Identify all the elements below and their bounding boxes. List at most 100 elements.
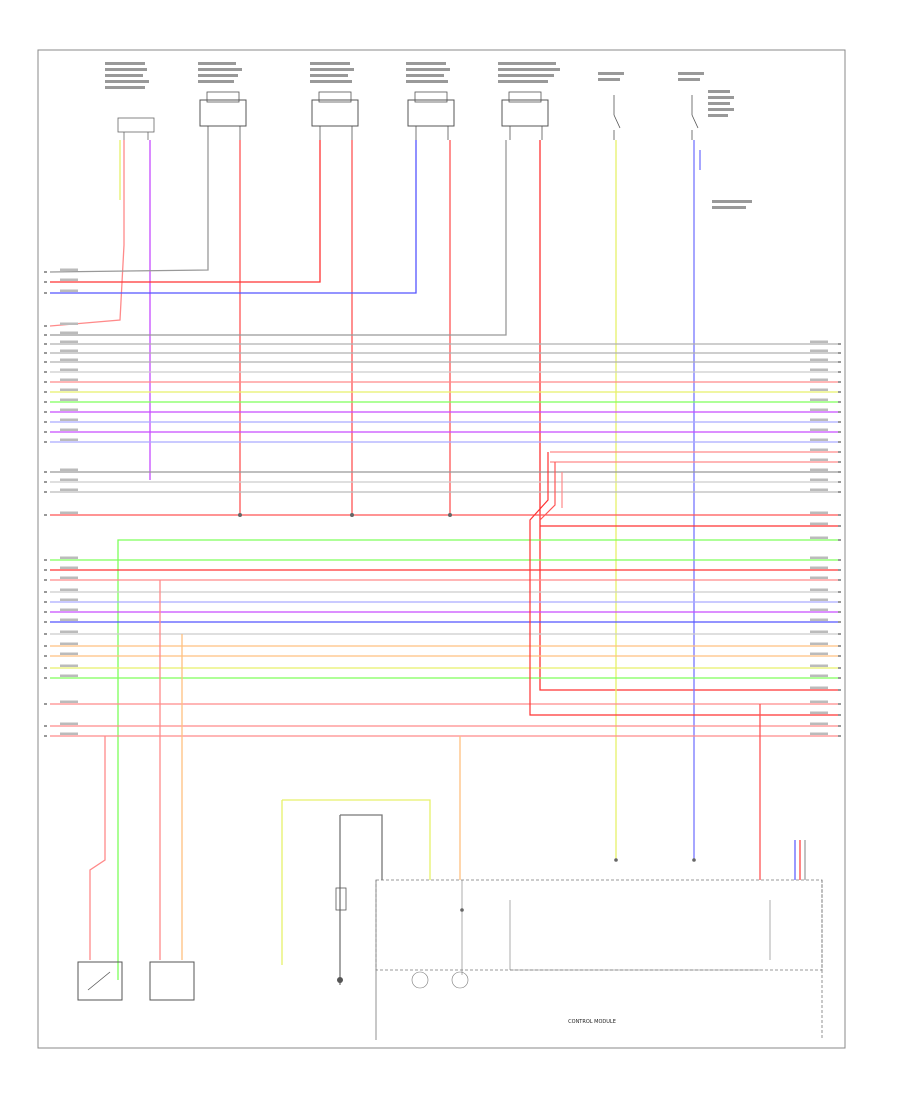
wire-color-code-right bbox=[810, 522, 828, 525]
wire-color-code-right bbox=[810, 722, 828, 725]
pin-tick-right bbox=[838, 514, 841, 516]
pin-numbers-left bbox=[44, 268, 78, 737]
pin-tick-left bbox=[44, 352, 47, 354]
component-5 bbox=[501, 91, 549, 140]
pin-tick-left bbox=[44, 271, 47, 273]
wire-color-code-right bbox=[810, 598, 828, 601]
pin-tick-right bbox=[838, 441, 841, 443]
pin-tick-left bbox=[44, 569, 47, 571]
wire-color-code-left bbox=[60, 268, 78, 271]
connector-stub-right bbox=[794, 840, 806, 880]
wire-color-code-left bbox=[60, 438, 78, 441]
wire-color-code-left bbox=[60, 331, 78, 334]
pin-tick-left bbox=[44, 591, 47, 593]
pin-tick-left bbox=[44, 431, 47, 433]
pin-tick-right bbox=[838, 569, 841, 571]
wire-color-code-left bbox=[60, 664, 78, 667]
pin-tick-left bbox=[44, 559, 47, 561]
pin-tick-left bbox=[44, 441, 47, 443]
wire-color-code-left bbox=[60, 322, 78, 325]
wire-color-code-right bbox=[810, 630, 828, 633]
control-module-box bbox=[375, 879, 823, 1040]
pin-tick-left bbox=[44, 371, 47, 373]
bottom-left-wires bbox=[89, 580, 761, 985]
wire-color-code-left bbox=[60, 289, 78, 292]
wire-color-code-left bbox=[60, 388, 78, 391]
junction-dots bbox=[238, 513, 696, 912]
wire-color-code-right bbox=[810, 448, 828, 451]
pin-tick-left bbox=[44, 621, 47, 623]
wire-color-code-left bbox=[60, 488, 78, 491]
fuse-2-icon bbox=[691, 95, 699, 140]
bottom-components bbox=[77, 840, 823, 1040]
pin-tick-right bbox=[838, 361, 841, 363]
wire-color-code-right bbox=[810, 556, 828, 559]
wire-color-code-left bbox=[60, 700, 78, 703]
wire-color-code-right bbox=[810, 686, 828, 689]
wire-color-code-right bbox=[810, 358, 828, 361]
pin-tick-left bbox=[44, 281, 47, 283]
pin-tick-left bbox=[44, 361, 47, 363]
horizontal-harness bbox=[50, 343, 840, 980]
wire-color-code-left bbox=[60, 418, 78, 421]
wire-color-code-left bbox=[60, 598, 78, 601]
pin-numbers-right bbox=[810, 340, 841, 737]
pin-tick-right bbox=[838, 601, 841, 603]
pin-tick-right bbox=[838, 655, 841, 657]
wire-color-code-left bbox=[60, 630, 78, 633]
pin-tick-left bbox=[44, 325, 47, 327]
pin-tick-left bbox=[44, 611, 47, 613]
pin-tick-left bbox=[44, 421, 47, 423]
wire-color-code-left bbox=[60, 468, 78, 471]
diagram-frame bbox=[37, 49, 846, 1049]
wire-color-code-left bbox=[60, 556, 78, 559]
wire-color-code-left bbox=[60, 618, 78, 621]
wire-color-code-right bbox=[810, 664, 828, 667]
wire-color-code-right bbox=[810, 378, 828, 381]
pin-tick-right bbox=[838, 352, 841, 354]
pin-tick-right bbox=[838, 703, 841, 705]
wire-color-code-left bbox=[60, 349, 78, 352]
wire-color-code-left bbox=[60, 428, 78, 431]
pin-tick-left bbox=[44, 677, 47, 679]
wire-color-code-left bbox=[60, 652, 78, 655]
wire-color-code-right bbox=[810, 340, 828, 343]
vertical-wires-top bbox=[49, 140, 840, 860]
pin-tick-right bbox=[838, 461, 841, 463]
pin-tick-left bbox=[44, 514, 47, 516]
pin-tick-right bbox=[838, 391, 841, 393]
pin-tick-right bbox=[838, 451, 841, 453]
pin-tick-left bbox=[44, 633, 47, 635]
pin-tick-right bbox=[838, 491, 841, 493]
wire-color-code-left bbox=[60, 566, 78, 569]
wire-color-code-right bbox=[810, 398, 828, 401]
wire-color-code-right bbox=[810, 468, 828, 471]
pin-tick-right bbox=[838, 714, 841, 716]
pin-tick-left bbox=[44, 481, 47, 483]
wire-color-code-right bbox=[810, 428, 828, 431]
wire-color-code-left bbox=[60, 408, 78, 411]
pin-tick-left bbox=[44, 391, 47, 393]
pin-tick-right bbox=[838, 559, 841, 561]
wire-color-code-right bbox=[810, 438, 828, 441]
pin-tick-left bbox=[44, 667, 47, 669]
wire-color-code-left bbox=[60, 340, 78, 343]
pin-tick-left bbox=[44, 401, 47, 403]
pin-tick-right bbox=[838, 677, 841, 679]
component-2 bbox=[199, 91, 247, 140]
wire-color-code-right bbox=[810, 511, 828, 514]
pin-tick-right bbox=[838, 579, 841, 581]
switch-component bbox=[77, 961, 123, 1001]
wire-color-code-right bbox=[810, 368, 828, 371]
pin-tick-left bbox=[44, 645, 47, 647]
control-module-label: CONTROL MODULE bbox=[568, 1019, 616, 1025]
wire-color-code-right bbox=[810, 576, 828, 579]
wire-color-code-right bbox=[810, 732, 828, 735]
component-4 bbox=[407, 91, 455, 140]
wire-color-code-right bbox=[810, 674, 828, 677]
pin-tick-left bbox=[44, 579, 47, 581]
wire-color-code-left bbox=[60, 722, 78, 725]
wire-color-code-right bbox=[810, 618, 828, 621]
pin-tick-right bbox=[838, 371, 841, 373]
pin-tick-right bbox=[838, 633, 841, 635]
